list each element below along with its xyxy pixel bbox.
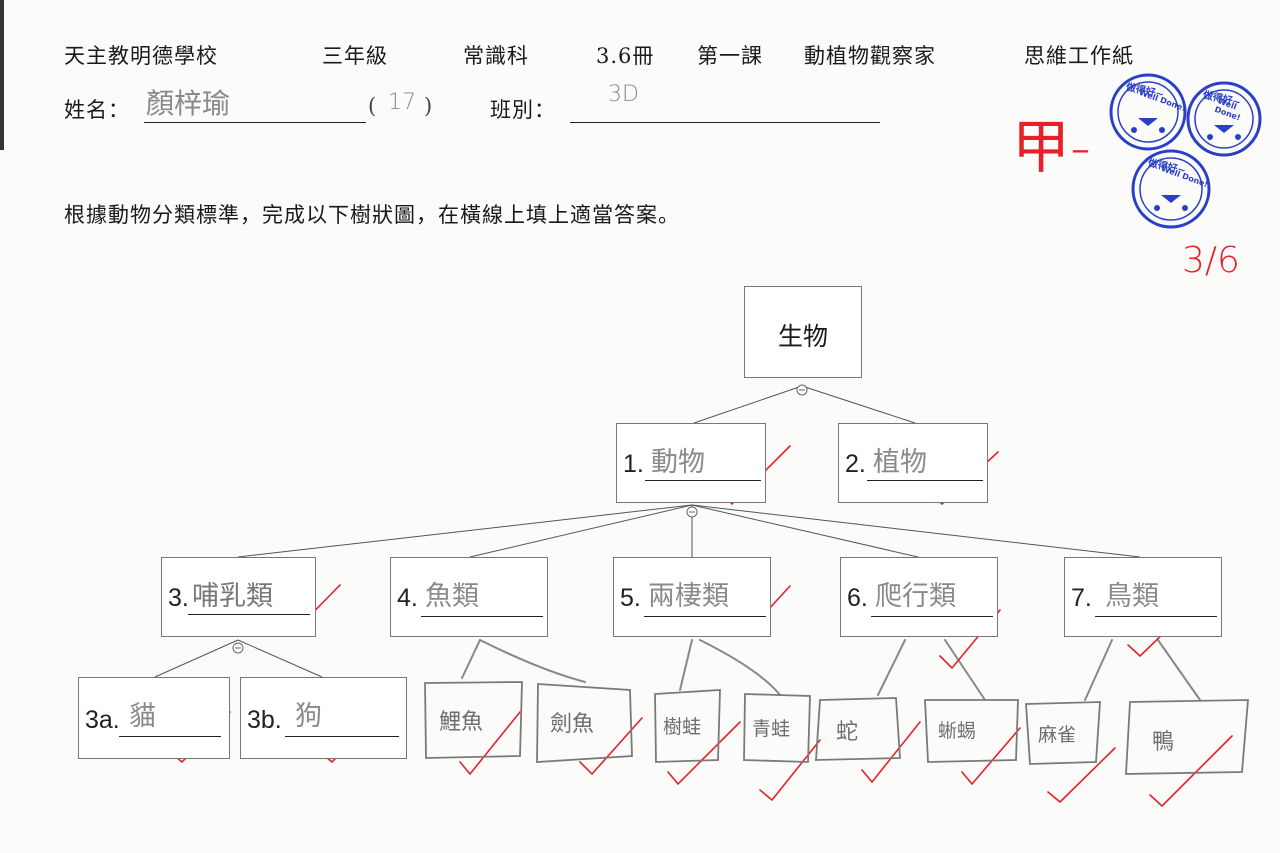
answer-line	[645, 480, 761, 481]
tree-node-birds: 7. 鳥類	[1064, 557, 1222, 637]
example-label: 鴨	[1152, 730, 1175, 755]
well-done-stamp: 做得好~ Well Done!	[1130, 148, 1212, 230]
well-done-stamp: 做得好~ Well Done!	[1108, 72, 1188, 152]
tree-node-animal: 1. 動物	[616, 423, 766, 503]
heart-icon	[1214, 125, 1234, 133]
node-number: 4.	[397, 584, 418, 612]
node-number: 1.	[623, 450, 644, 478]
node-number: 3b.	[247, 706, 282, 734]
node-number: 5.	[620, 584, 641, 612]
name-label: 姓名：	[64, 98, 130, 122]
class-number: 17	[388, 90, 416, 115]
example-swordfish: 劍魚	[540, 692, 630, 754]
example-label: 樹蛙	[663, 716, 702, 738]
answer-line	[867, 480, 983, 481]
node-number: 3.	[168, 584, 189, 612]
tree-node-cat: 3a. 貓	[78, 677, 230, 759]
node-answer: 兩棲類	[648, 581, 729, 612]
example-tree-frog: 樹蛙	[657, 696, 719, 756]
name-value: 顏梓瑜	[146, 87, 231, 120]
node-answer: 貓	[129, 701, 156, 732]
example-label: 蛇	[836, 720, 859, 745]
example-label: 麻雀	[1038, 724, 1077, 746]
number-open: (	[368, 94, 378, 118]
instruction: 根據動物分類標準，完成以下樹狀圖，在橫線上填上適當答案。	[64, 203, 680, 227]
example-frog: 青蛙	[746, 698, 808, 758]
number-close: )	[424, 94, 434, 118]
grade-mark: 甲-	[1012, 113, 1091, 181]
node-number: 6.	[847, 584, 868, 612]
grade: 三年級	[322, 44, 388, 68]
root-node: 生物	[744, 286, 862, 378]
node-answer: 哺乳類	[192, 581, 273, 612]
example-carp: 鯉魚	[427, 690, 519, 752]
node-answer: 植物	[873, 447, 927, 478]
tree-node-plant: 2. 植物	[838, 423, 988, 503]
answer-line	[871, 616, 993, 617]
tree-node-reptiles: 6. 爬行類	[840, 557, 998, 637]
tree-node-mammals: 3. 哺乳類	[161, 557, 316, 637]
heart-icon	[1138, 118, 1158, 126]
lesson-title: 動植物觀察家	[804, 44, 936, 68]
node-answer: 爬行類	[875, 581, 956, 612]
tree-node-dog: 3b. 狗	[240, 677, 407, 759]
example-label: 劍魚	[550, 712, 595, 737]
lesson: 第一課	[697, 44, 763, 68]
node-number: 7.	[1071, 584, 1092, 612]
worksheet-title: 思維工作紙	[1024, 44, 1134, 68]
class-underline	[570, 122, 880, 123]
node-answer: 狗	[295, 701, 322, 732]
example-label: 蜥蜴	[938, 720, 977, 742]
stamp-graphic	[1186, 81, 1262, 157]
well-done-stamp: 做得好~ Well Done!	[1185, 80, 1263, 158]
answer-line	[188, 614, 310, 615]
tree-node-fish: 4. 魚類	[390, 557, 548, 637]
answer-line	[285, 736, 399, 737]
score: 3/6	[1182, 240, 1240, 281]
class-value: 3D	[608, 82, 639, 107]
school-name: 天主教明德學校	[64, 44, 218, 68]
answer-line	[644, 616, 766, 617]
root-label: 生物	[777, 323, 828, 351]
page-edge	[0, 0, 4, 150]
answer-line	[1095, 616, 1217, 617]
node-answer: 魚類	[425, 581, 479, 612]
answer-line	[119, 736, 221, 737]
example-sparrow: 麻雀	[1030, 706, 1098, 760]
example-label: 鯉魚	[439, 710, 484, 735]
node-answer: 動物	[651, 447, 705, 478]
example-duck: 鴨	[1132, 706, 1244, 770]
example-label: 青蛙	[752, 718, 791, 740]
node-number: 2.	[845, 450, 866, 478]
answer-line	[421, 616, 543, 617]
stamp-graphic	[1109, 73, 1187, 151]
node-answer: 鳥類	[1105, 581, 1159, 612]
heart-icon	[1161, 195, 1181, 203]
class-label: 班別：	[490, 98, 556, 122]
book: 3.6冊	[596, 44, 655, 68]
node-number: 3a.	[85, 706, 120, 734]
example-lizard: 蜥蜴	[928, 702, 1016, 758]
example-snake: 蛇	[822, 702, 898, 756]
subject: 常識科	[463, 44, 529, 68]
name-underline	[144, 122, 366, 123]
stamp-graphic	[1131, 149, 1211, 229]
tree-node-amphibians: 5. 兩棲類	[613, 557, 771, 637]
